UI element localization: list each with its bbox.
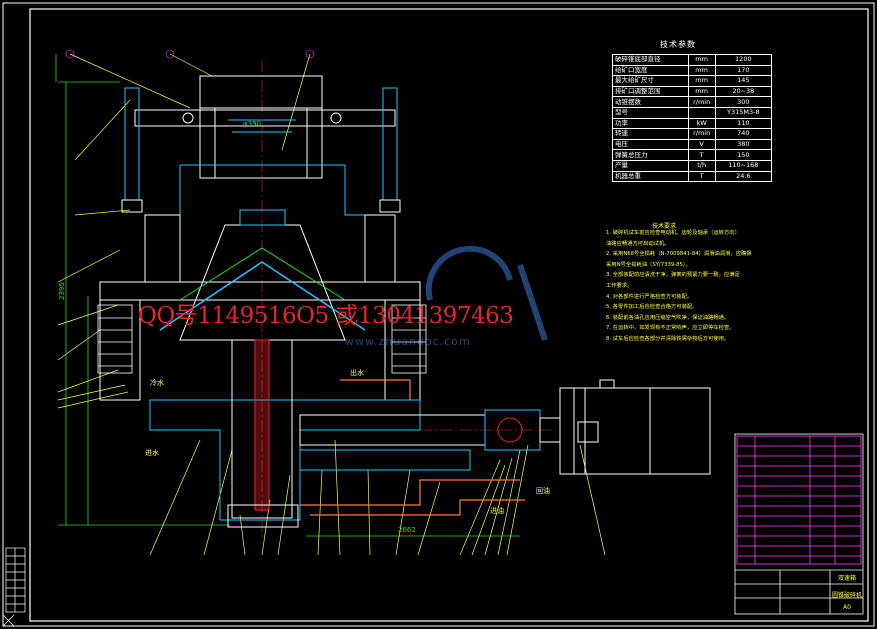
callout-circles: [65, 49, 315, 59]
table-cell-value: 110: [714, 117, 773, 130]
title-block: [734, 433, 864, 615]
table-row: 型号 Y315M3-8: [612, 106, 773, 119]
springs: [97, 304, 427, 374]
crushing-cone: [159, 209, 366, 341]
watermark-text: QQ号1149516O5 或13041397463: [138, 303, 514, 329]
table-cell-name: 弹簧总压力: [612, 149, 689, 161]
table-cell-unit: mm: [687, 64, 716, 77]
crusher-body: [99, 164, 421, 401]
table-cell-unit: mm: [687, 54, 716, 66]
note-line: 4. 对各部件进行严格检查方可装配。: [606, 293, 693, 300]
table-cell-unit: kW: [687, 117, 716, 130]
note-line: 油路应畅通方可启动试机。: [606, 240, 670, 247]
notes-body: 1. 破碎机试车前应检查电动机、齿轮及轴承（运转方向） 油路应畅通方可启动试机。…: [606, 228, 796, 345]
dim-phi-label: φ390: [243, 120, 261, 128]
lower-frame: [149, 339, 421, 528]
table-cell-value: 145: [714, 75, 773, 87]
table-cell-unit: t/h: [687, 159, 716, 172]
table-cell-value: 380: [714, 138, 773, 151]
electric-motor: [539, 379, 711, 475]
table-cell-unit: [687, 106, 716, 119]
inner-frame: [29, 8, 869, 622]
note-line: 6. 装配前各油孔应用压缩空气吹净，保证油路畅通。: [606, 314, 730, 321]
table-cell-name: 给矿口宽度: [612, 64, 689, 77]
tie-rod-assembly: [121, 87, 401, 213]
table-cell-unit: r/min: [687, 96, 716, 108]
note-line: 7. 在运转中，如发现有不正常响声，应立即停车检查。: [606, 325, 735, 332]
table-cell-unit: T: [687, 149, 716, 161]
oil-in-label: 进油: [490, 507, 504, 515]
table-cell-unit: T: [687, 170, 716, 183]
table-cell-name: 排矿口调整范围: [612, 85, 689, 98]
feed-hopper: [199, 75, 323, 179]
outlet-label: 出水: [350, 369, 364, 377]
table-cell-unit: mm: [687, 75, 716, 87]
notes-title: 技术要求: [652, 223, 677, 230]
table-cell-value: 170: [714, 64, 773, 77]
table-cell-name: 动锥摆数: [612, 96, 689, 108]
table-cell-value: 110~168: [714, 159, 773, 172]
note-line: 5. 各零件加工后应检查合格方可装配。: [606, 304, 698, 311]
table-cell-name: 破碎锥底部直径: [612, 54, 689, 66]
oil-out-label: 回油: [536, 487, 550, 495]
table-cell-value: 20~38: [714, 85, 773, 98]
note-line: 3. 全部装配前应清洗干净，弹簧的预紧力要一致，应满足: [606, 272, 740, 279]
note-line: 2. 采用N68号全损耗（N-7009841-84）润滑油润滑，应确保: [606, 251, 752, 258]
title-block-name: 圆锥破碎机: [832, 592, 863, 599]
table-cell-name: 电压: [612, 138, 689, 151]
table-cell-name: 机器总重: [612, 170, 689, 183]
table-cell-value: 24.6: [714, 170, 773, 183]
table-cell-name: 转速: [612, 128, 689, 140]
table-cell-value: 1200: [714, 54, 773, 66]
title-block-sheet: A0: [843, 604, 851, 611]
table-cell-name: 型号: [612, 106, 689, 119]
note-line: 工作要求。: [606, 282, 633, 289]
technical-notes: 技术要求 1. 破碎机试车前应检查电动机、齿轮及轴承（运转方向） 油路应畅通方可…: [606, 223, 796, 345]
note-line: 8. 试车后应检查各部分并清除铁屑杂物后方可使用。: [606, 335, 730, 342]
table-cell-name: 最大给矿尺寸: [612, 75, 689, 87]
inlet-label: 进水: [145, 449, 159, 457]
note-line: 采用N号全损耗油（SY/7339-85）。: [606, 261, 691, 268]
leader-lines: [57, 53, 606, 556]
table-cell-unit: mm: [687, 85, 716, 98]
table-cell-value: 150: [714, 149, 773, 161]
water-label: 冷水: [150, 379, 164, 387]
dim-width-label: 2662: [398, 526, 416, 534]
table-cell-unit: V: [687, 138, 716, 151]
dim-height-label: 2395: [58, 282, 66, 300]
table-cell-name: 产量: [612, 159, 689, 172]
watermark-logo: [425, 245, 548, 341]
watermark-site: www.zhuandoc.com: [345, 335, 471, 348]
countershaft: [299, 409, 541, 471]
table-cell-value: 740: [714, 128, 773, 140]
table-cell-value: Y315M3-8: [714, 106, 773, 119]
table-cell-unit: r/min: [687, 128, 716, 140]
table-cell-name: 功率: [612, 117, 689, 130]
binding-strip: [5, 547, 26, 613]
title-block-subtitle: 双速箱: [838, 575, 857, 582]
oil-pipes: [300, 379, 525, 516]
table-title: 技术参数: [660, 40, 696, 49]
note-line: 1. 破碎机试车前应检查电动机、齿轮及轴承（运转方向）: [606, 230, 740, 236]
table-cell-value: 300: [714, 96, 773, 108]
left-dimensions: [55, 54, 230, 526]
